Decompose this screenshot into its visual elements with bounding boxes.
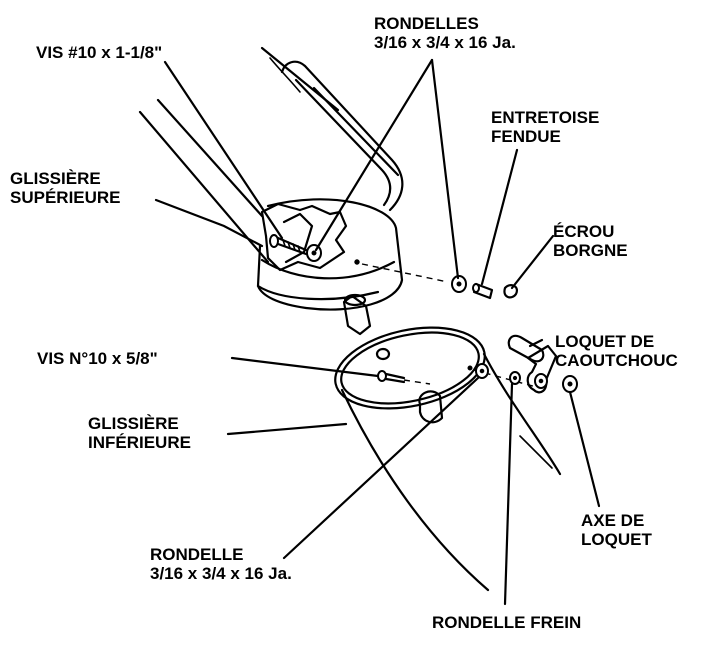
leader-upper-slide <box>154 198 264 248</box>
lower-housing-top-inner <box>340 331 480 405</box>
leader-acorn-nut <box>510 234 555 290</box>
upper-handle <box>280 60 404 212</box>
upper-tube-left-edge-inner <box>156 98 264 218</box>
upper-housing-body <box>256 198 404 311</box>
latch-pin-hole <box>567 381 573 387</box>
upper-housing-bottom-rim <box>256 284 380 301</box>
upper-housing <box>256 198 404 336</box>
label-washer-bottom-line2: 3/16 x 3/4 x 16 Ja. <box>150 564 292 583</box>
label-acorn-nut: ÉCROU BORGNE <box>553 222 628 260</box>
label-washers-top: RONDELLES 3/16 x 3/4 x 16 Ja. <box>374 14 516 52</box>
leader-screw-bottom <box>230 356 380 378</box>
label-latch-pin-line2: LOQUET <box>581 530 652 549</box>
upper-screw-thread <box>282 239 301 253</box>
label-spacer-line2: FENDUE <box>491 127 561 146</box>
leader-spacer <box>480 148 519 286</box>
upper-lug-top <box>343 293 367 307</box>
leader-latch-pin <box>568 390 601 508</box>
label-acorn-nut-line2: BORGNE <box>553 241 628 260</box>
leader-lock-washer <box>503 382 514 606</box>
lower-mount-hole <box>467 365 473 371</box>
upper-exploded-parts <box>451 275 518 300</box>
label-screw-bottom: VIS N°10 x 5/8" <box>37 349 158 368</box>
leader-washers-to-right <box>430 58 460 280</box>
upper-slide-tube <box>138 46 340 264</box>
label-rubber-latch: LOQUET DE CAOUTCHOUC <box>555 332 678 370</box>
upper-axis-dash <box>361 263 449 283</box>
handle-outer <box>280 60 404 212</box>
label-latch-pin-line1: AXE DE <box>581 511 645 530</box>
label-lock-washer: RONDELLE FREIN <box>432 613 581 632</box>
lower-slide <box>334 326 562 592</box>
label-lower-slide: GLISSIÈRE INFÉRIEURE <box>88 414 191 452</box>
label-rubber-latch-line1: LOQUET DE <box>555 332 655 351</box>
lower-housing-boss <box>418 390 444 424</box>
label-acorn-nut-line1: ÉCROU <box>553 222 615 241</box>
upper-washer-hole <box>311 250 317 256</box>
upper-right-washer-hole <box>456 281 462 287</box>
upper-tube-right-edge-inner <box>269 57 301 93</box>
leader-washers-to-upper <box>314 58 434 252</box>
split-spacer-end <box>472 283 480 293</box>
label-washers-top-line2: 3/16 x 3/4 x 16 Ja. <box>374 33 516 52</box>
label-upper-slide-line1: GLISSIÈRE <box>10 169 101 188</box>
cutaway-block <box>282 212 314 264</box>
label-washers-top-line1: RONDELLES <box>374 14 479 33</box>
lower-housing-knob <box>375 347 391 361</box>
lower-screw-head <box>377 370 387 382</box>
latch-pivot-hole <box>538 378 544 384</box>
label-screw-top-line1: VIS #10 x 1-1/8" <box>36 43 163 62</box>
upper-mount-hole <box>354 259 360 265</box>
label-lower-slide-line1: GLISSIÈRE <box>88 414 179 433</box>
lower-tube-right-edge <box>482 352 562 476</box>
lower-housing-top-outer <box>334 326 486 410</box>
label-latch-pin: AXE DE LOQUET <box>581 511 652 549</box>
acorn-nut <box>503 284 518 299</box>
upper-housing-rim <box>260 258 396 280</box>
lock-washer-hole <box>512 375 518 381</box>
label-upper-slide-line2: SUPÉRIEURE <box>10 188 121 207</box>
lower-axis-dash-left <box>403 379 431 385</box>
label-screw-top: VIS #10 x 1-1/8" <box>36 43 162 62</box>
handle-inner <box>294 78 392 207</box>
label-washer-bottom: RONDELLE 3/16 x 3/4 x 16 Ja. <box>150 545 292 583</box>
cutaway-section <box>260 202 348 272</box>
label-spacer-line1: ENTRETOISE <box>491 108 600 127</box>
lower-tube-left-edge <box>340 388 490 592</box>
leader-latch <box>528 338 544 348</box>
rubber-latch-pad <box>507 334 545 363</box>
leader-lower-washer <box>282 376 480 560</box>
label-screw-bottom-line1: VIS N°10 x 5/8" <box>37 349 158 368</box>
label-washer-bottom-line1: RONDELLE <box>150 545 244 564</box>
upper-screw-head <box>269 234 279 248</box>
label-lock-washer-line1: RONDELLE FREIN <box>432 613 582 632</box>
label-lower-slide-line2: INFÉRIEURE <box>88 433 191 452</box>
lower-screw-shank <box>384 372 406 384</box>
lower-washer-hole <box>479 368 485 374</box>
upper-lug <box>342 294 372 336</box>
leader-screw-top <box>163 60 284 240</box>
label-spacer: ENTRETOISE FENDUE <box>491 108 599 146</box>
label-upper-slide: GLISSIÈRE SUPÉRIEURE <box>10 169 121 207</box>
leader-lower-slide <box>226 422 348 436</box>
leader-lines <box>154 58 601 606</box>
label-rubber-latch-line2: CAOUTCHOUC <box>555 351 678 370</box>
handle-rail <box>312 86 400 177</box>
lower-tube-edge-detail <box>519 435 553 469</box>
lower-exploded-parts <box>475 334 578 394</box>
upper-screw-shank <box>276 236 308 256</box>
